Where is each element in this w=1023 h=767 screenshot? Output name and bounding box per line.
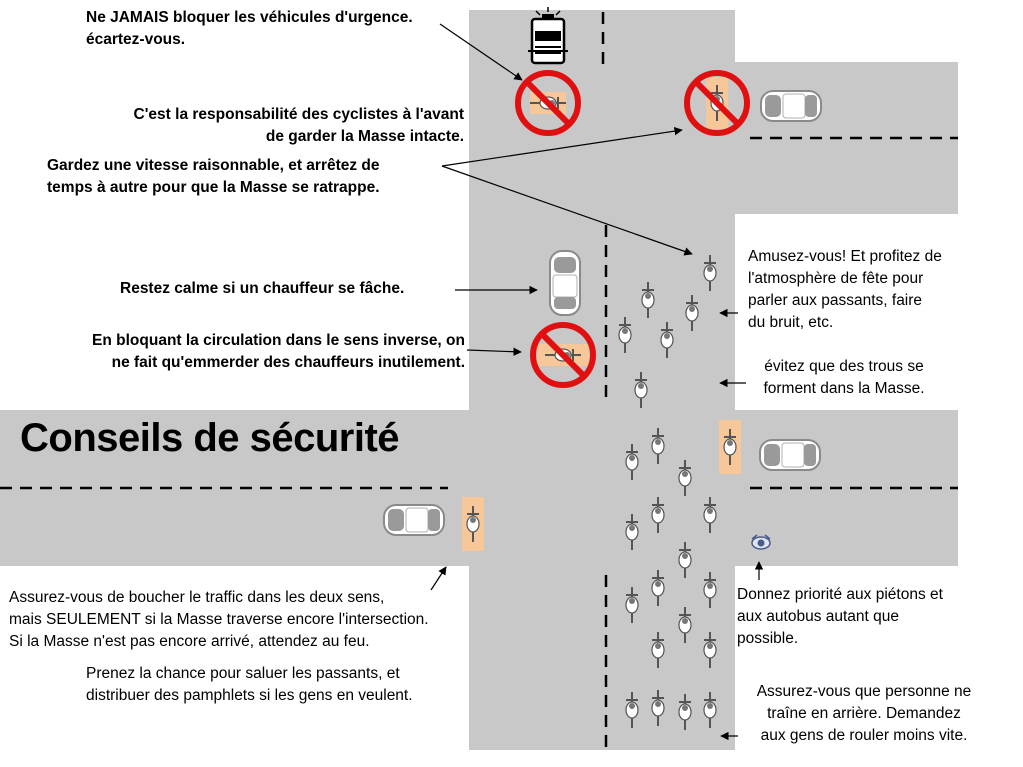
cyclist-icon: [678, 606, 692, 644]
pedestrian-icon: [751, 534, 771, 550]
cyclist-icon: [618, 316, 632, 354]
cyclist-group: [618, 254, 717, 731]
note-stay-calm: Restez calme si un chauffeur se fâche.: [120, 280, 405, 297]
cyclist-icon: [625, 586, 639, 624]
pointer-arrows: [430, 23, 764, 741]
car-icon: [759, 439, 821, 471]
cyclist-icon: [678, 541, 692, 579]
cyclist-icon: [703, 691, 717, 729]
cyclist-icon: [651, 427, 665, 465]
note-reasonable-speed: Gardez une vitesse raisonnable, et arrêt…: [47, 157, 380, 196]
cyclist-icon: [678, 459, 692, 497]
cyclist-icon: [625, 443, 639, 481]
cyclist-icon: [703, 571, 717, 609]
note-no-one-behind: Assurez-vous que personne ne traîne en a…: [756, 683, 972, 744]
car-icon: [383, 504, 445, 536]
prohibition-icon: [515, 70, 581, 136]
cyclist-icon: [678, 693, 692, 731]
cyclist-icon: [641, 281, 655, 319]
cyclist-icon: [703, 631, 717, 669]
cyclist-icon: [651, 689, 665, 727]
cyclist-icon: [625, 513, 639, 551]
cyclist-icon: [651, 631, 665, 669]
road-north: [469, 10, 735, 250]
car-icon: [549, 250, 581, 316]
note-avoid-gaps: évitez que des trous se forment dans la …: [763, 358, 925, 397]
cyclist-icon: [651, 569, 665, 607]
note-emergency-vehicles: Ne JAMAIS bloquer les véhicules d'urgenc…: [86, 9, 413, 48]
cyclist-icon: [462, 497, 484, 551]
page-title: Conseils de sécurité: [20, 416, 400, 460]
note-opposite-direction: En bloquant la circulation dans le sens …: [92, 332, 465, 371]
cyclist-icon: [719, 420, 741, 474]
prohibition-icon: [684, 70, 750, 136]
cyclist-icon: [634, 371, 648, 409]
car-icon: [760, 90, 822, 122]
road-central: [469, 250, 735, 750]
cyclist-icon: [625, 691, 639, 729]
cyclist-icon: [685, 294, 699, 332]
note-pedestrians-priority: Donnez priorité aux piétons et aux autob…: [737, 586, 943, 647]
prohibition-icon: [530, 322, 596, 388]
lane-markings: [0, 12, 958, 748]
note-front-responsibility: C'est la responsabilité des cyclistes à …: [133, 106, 464, 145]
fire-truck-icon: [528, 7, 568, 65]
note-block-traffic: Assurez-vous de boucher le traffic dans …: [9, 589, 429, 650]
cyclist-icon: [660, 321, 674, 359]
cyclist-icon: [651, 496, 665, 534]
cyclist-icon: [703, 496, 717, 534]
cyclist-icon: [703, 254, 717, 292]
note-have-fun: Amusez-vous! Et profitez de l'atmosphère…: [748, 248, 942, 331]
note-greet-passersby: Prenez la chance pour saluer les passant…: [86, 665, 413, 704]
